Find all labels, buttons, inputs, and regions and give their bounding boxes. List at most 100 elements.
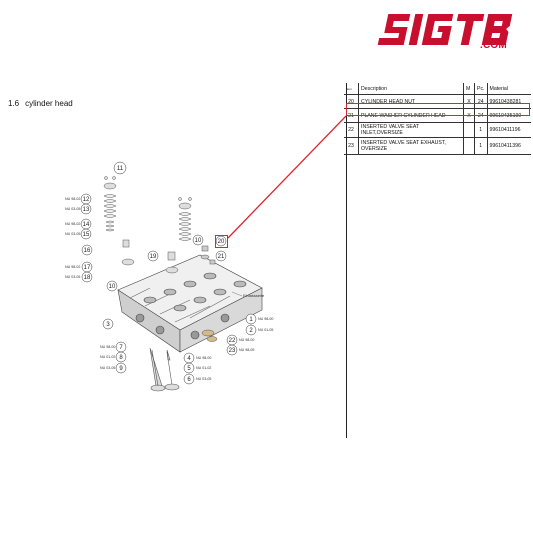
valves	[149, 347, 180, 392]
svg-text:1: 1	[249, 317, 253, 323]
svg-text:13: 13	[83, 207, 90, 213]
cell-pos: 23	[344, 137, 359, 155]
svg-text:6: 6	[187, 377, 191, 383]
code-5: NU 01-02	[196, 366, 211, 370]
table-header-row: Item Description M Pc. Material	[344, 83, 531, 95]
right-valve-spring-stack	[165, 197, 192, 274]
callout-19: 19	[147, 250, 159, 262]
svg-text:5: 5	[187, 366, 191, 372]
svg-text:18: 18	[84, 275, 91, 281]
code-6: NU 03-05	[196, 377, 211, 381]
header-description: Description	[358, 83, 464, 95]
callout-22: 22	[226, 334, 238, 346]
svg-text:10: 10	[195, 238, 202, 244]
code-4: NU 98-00	[196, 356, 211, 360]
svg-text:19: 19	[150, 254, 157, 260]
svg-text:21: 21	[218, 254, 225, 260]
table-row[interactable]: 20 CYLINDER HEAD NUT X 24 99610438281	[344, 94, 531, 109]
cylinder-head-nut-and-washer	[200, 245, 216, 265]
cell-material: 99610411396	[487, 137, 531, 155]
code-9: NU 03-05	[100, 366, 115, 370]
parts-table: Item Description M Pc. Material 20 CYLIN…	[344, 83, 531, 155]
intake-side-label: Einlassseite	[243, 293, 265, 298]
svg-text:23: 23	[229, 348, 236, 354]
svg-text:12: 12	[83, 197, 90, 203]
callout-3: 3	[102, 318, 114, 330]
code-18: NU 03-05	[65, 275, 80, 279]
callout-16: 16	[81, 244, 93, 256]
svg-text:10: 10	[109, 284, 116, 290]
callout-4: 4	[183, 352, 195, 364]
callout-20: 20	[215, 235, 227, 247]
callout-10-right: 10	[192, 234, 204, 246]
svg-text:8: 8	[119, 355, 123, 361]
callout-18: 18	[81, 271, 93, 283]
callout-1: 1	[245, 313, 257, 325]
callout-21: 21	[215, 250, 227, 262]
callout-11: 11	[113, 161, 127, 175]
cell-description: CYLINDER HEAD NUT	[358, 94, 464, 109]
section-heading: 1.6 cylinder head	[8, 99, 79, 108]
svg-text:3: 3	[106, 322, 110, 328]
cylinder-head-block	[117, 254, 263, 353]
callout-7: 7	[115, 341, 127, 353]
callout-9: 9	[115, 362, 127, 374]
code-17: NU 98-02	[65, 265, 80, 269]
cell-material: 99610411196	[487, 122, 531, 138]
svg-text:11: 11	[117, 166, 124, 172]
callout-8: 8	[115, 351, 127, 363]
logo-domain-text: .COM	[480, 40, 507, 51]
table-row[interactable]: 22 INSERTED VALVE SEAT INLET,OVERSIZE 1 …	[344, 122, 531, 138]
callout-23: 23	[226, 344, 238, 356]
header-item: Item	[344, 83, 359, 95]
code-8: NU 01-02	[100, 355, 115, 359]
cell-m: X	[463, 94, 475, 109]
section-title: cylinder head	[25, 99, 73, 108]
callout-13: 13	[80, 203, 92, 215]
sigtb-logo	[377, 14, 513, 45]
svg-text:7: 7	[119, 345, 123, 351]
code-15: NU 03-05	[65, 232, 80, 236]
code-7: NU 98-00	[100, 345, 115, 349]
header-material: Material	[487, 83, 531, 95]
code-2: NU 01-05	[258, 328, 273, 332]
callout-15: 15	[80, 228, 92, 240]
callout-14: 14	[80, 218, 92, 230]
cell-material: 99610438281	[487, 94, 531, 109]
code-1: NU 98-00	[258, 317, 273, 321]
svg-text:9: 9	[119, 366, 123, 372]
header-m: M	[463, 83, 475, 95]
cell-pc: 1	[474, 122, 488, 138]
code-12: NU 98-02	[65, 197, 80, 201]
svg-text:14: 14	[83, 222, 90, 228]
cell-m	[463, 137, 475, 155]
callout-20-highlight	[215, 235, 228, 248]
callout-2: 2	[245, 324, 257, 336]
cell-description: INSERTED VALVE SEAT EXHAUST, OVERSIZE	[358, 137, 464, 155]
selected-row-highlight	[346, 103, 530, 116]
callout-10-left: 10	[106, 280, 118, 292]
svg-text:15: 15	[83, 232, 90, 238]
cell-pc: 24	[474, 94, 488, 109]
svg-text:4: 4	[187, 356, 191, 362]
section-number: 1.6	[8, 99, 20, 108]
svg-text:16: 16	[84, 248, 91, 254]
code-14: NU 98-02	[65, 222, 80, 226]
code-23: NU 98-05	[239, 348, 254, 352]
valve-seats	[201, 329, 218, 342]
code-22: NU 98-00	[239, 338, 254, 342]
callout-5: 5	[183, 362, 195, 374]
callout-17: 17	[81, 261, 93, 273]
svg-text:17: 17	[84, 265, 91, 271]
cell-pos: 22	[344, 122, 359, 138]
cell-pc: 1	[474, 137, 488, 155]
cell-description: INSERTED VALVE SEAT INLET,OVERSIZE	[358, 122, 464, 138]
callout-6: 6	[183, 373, 195, 385]
cell-pos: 20	[344, 94, 359, 109]
svg-text:2: 2	[249, 328, 253, 334]
table-row[interactable]: 23 INSERTED VALVE SEAT EXHAUST, OVERSIZE…	[344, 137, 531, 155]
cell-m	[463, 122, 475, 138]
callout-12: 12	[80, 193, 92, 205]
table-left-border	[346, 83, 347, 438]
